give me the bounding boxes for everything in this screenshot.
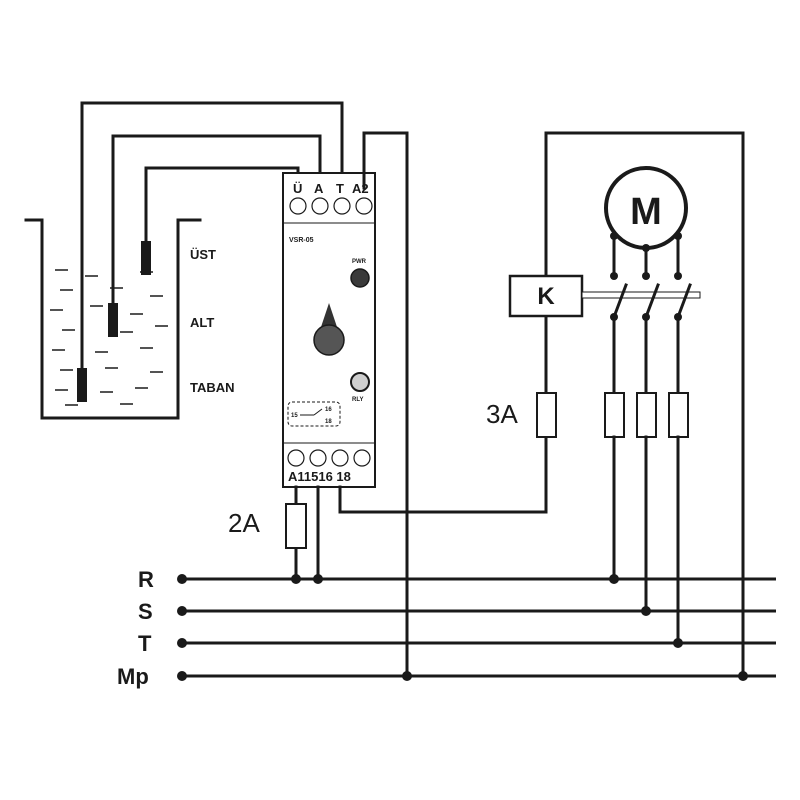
fuse-2a [285, 503, 307, 549]
probe-label-ust: ÜST [190, 247, 216, 262]
terminal-screw [353, 449, 371, 467]
rly-led [350, 372, 370, 392]
terminal-label-a: A [314, 181, 324, 196]
terminal-label-u: Ü [293, 181, 302, 196]
probe-label-alt: ALT [190, 315, 214, 330]
terminal-screw [289, 197, 307, 215]
pwr-led [350, 268, 370, 288]
fuse-label-2a: 2A [228, 508, 260, 538]
terminal-screw [287, 449, 305, 467]
terminal-screw [333, 197, 351, 215]
motor-label: M [630, 191, 662, 233]
terminal-screw [309, 449, 327, 467]
contactor: K [508, 274, 701, 318]
supply-lines: R S T Mp [117, 567, 776, 689]
motor: M [604, 166, 688, 252]
probe-taban [77, 368, 87, 402]
line-label-t: T [138, 631, 152, 656]
fuse-3a [536, 392, 557, 438]
level-relay: Ü A T A2 VSR-05 PWR RLY 15 16 18 [282, 172, 376, 488]
probe-label-taban: TABAN [190, 380, 235, 395]
terminal-label-a2: A2 [352, 181, 369, 196]
sensitivity-knob [313, 303, 345, 356]
rly-label: RLY [352, 397, 363, 403]
control-wires [294, 131, 745, 678]
pwr-label: PWR [352, 259, 367, 265]
liquid-dashes [50, 269, 168, 406]
line-label-s: S [138, 599, 153, 624]
svg-text:16: 16 [325, 407, 332, 413]
line-label-mp: Mp [117, 664, 149, 689]
motor-phases [604, 234, 692, 645]
terminal-screw [311, 197, 329, 215]
fuse-label-3a: 3A [486, 399, 518, 429]
terminal-screw [355, 197, 373, 215]
terminal-label-t: T [336, 181, 344, 196]
bottom-terminal-labels: A11516 18 [288, 469, 351, 484]
probe-alt [108, 303, 118, 337]
terminal-screw [331, 449, 349, 467]
probe-ust [141, 241, 151, 275]
contact-symbol: 15 16 18 [287, 401, 341, 427]
contactor-label: K [537, 283, 555, 310]
svg-text:15: 15 [291, 413, 298, 419]
svg-text:18: 18 [325, 419, 332, 425]
line-label-r: R [138, 567, 154, 592]
relay-model: VSR-05 [289, 237, 314, 244]
